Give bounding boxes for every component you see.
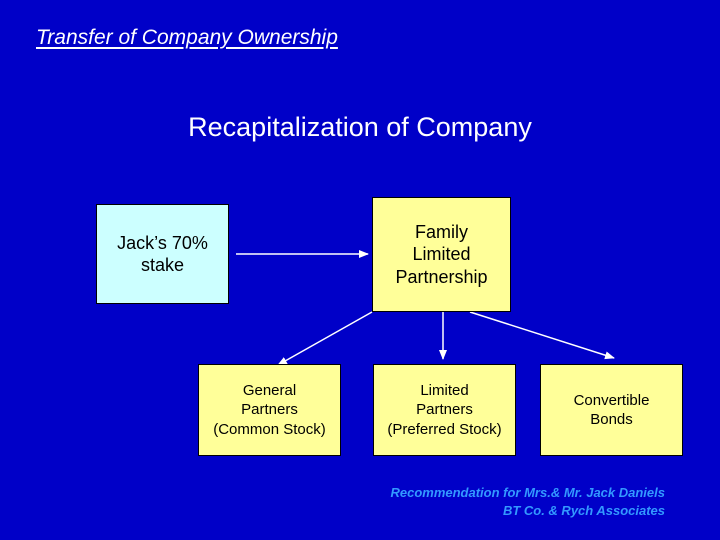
family-partnership-line-1: Family [415,221,468,242]
family-partnership-text: Family Limited Partnership [395,221,487,289]
convertible-bonds-text: Convertible Bonds [574,391,650,430]
convertible-bonds-line-1: Convertible [573,391,650,409]
convertible-bonds-line-2: Bonds [590,411,633,428]
general-partners-line-1: General [242,381,297,399]
arrow-to-general-partners [277,311,373,366]
limited-partners-line-3: (Preferred Stock) [387,420,502,438]
general-partners-text: General Partners (Common Stock) [213,381,326,440]
slide-title: Recapitalization of Company [188,112,532,142]
family-partnership-line-3: Partnership [395,266,488,287]
family-partnership-line-2: Limited [412,244,471,265]
general-partners-box: General Partners (Common Stock) [198,364,341,456]
arrow-to-convertible-bonds [469,311,615,360]
footer-line-1: Recommendation for Mrs.& Mr. Jack Daniel… [390,485,665,500]
jacks-stake-line-1: Jack’s 70% [117,232,208,253]
slide-header: Transfer of Company Ownership [36,26,338,49]
convertible-bonds-box: Convertible Bonds [540,364,683,456]
limited-partners-text: Limited Partners (Preferred Stock) [387,381,501,440]
footer-credit: Recommendation for Mrs.& Mr. Jack Daniel… [390,484,665,519]
jacks-stake-box: Jack’s 70% stake [96,204,229,304]
jacks-stake-line-2: stake [140,255,185,275]
limited-partners-line-2: Partners [416,401,473,419]
general-partners-line-3: (Common Stock) [213,420,326,438]
limited-partners-box: Limited Partners (Preferred Stock) [373,364,516,456]
family-limited-partnership-box: Family Limited Partnership [372,197,511,312]
footer-line-2: BT Co. & Rych Associates [502,502,665,518]
general-partners-line-2: Partners [241,401,298,419]
jacks-stake-text: Jack’s 70% stake [117,232,208,277]
limited-partners-line-1: Limited [420,381,469,399]
